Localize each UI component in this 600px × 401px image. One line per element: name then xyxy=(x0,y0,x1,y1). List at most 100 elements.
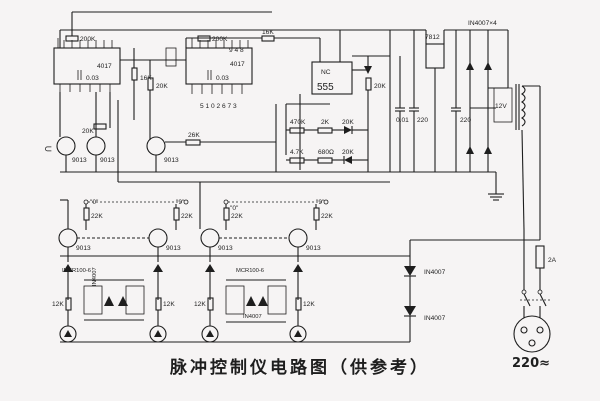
bridge-diode-1 xyxy=(466,62,474,70)
diode-2 xyxy=(344,156,352,164)
resistor-20k-555 xyxy=(365,77,372,91)
diode-small-3 xyxy=(246,296,256,306)
resistor-26k-label: 26K xyxy=(188,132,200,139)
diode-in4007-a xyxy=(404,266,416,276)
transformer-primary xyxy=(521,85,526,127)
coil-2 xyxy=(125,285,145,315)
diode-small-a-label: IN4007 xyxy=(92,267,98,286)
resistor-200k-a-label: 200K xyxy=(80,36,96,43)
transistor-9013-a-label: 9013 xyxy=(72,157,87,164)
transistor-9013-b-label: 9013 xyxy=(100,157,115,164)
diode-in4007-a-label: IN4007 xyxy=(424,269,446,276)
ic-4017-a-label: 4017 xyxy=(97,63,112,70)
coil-1 xyxy=(83,285,103,315)
diagram-title: 脉冲控制仪电路图（供参考） xyxy=(170,358,430,378)
diode-1 xyxy=(344,126,352,134)
bridge-diode-2 xyxy=(466,146,474,154)
resistor-2k-label: 2K xyxy=(321,119,330,126)
fuse-2a xyxy=(535,245,545,269)
resistor-12k-1-label: 12K xyxy=(52,301,64,308)
bridge-label: IN4007×4 xyxy=(468,20,497,27)
switch-0-b-label: "0" xyxy=(230,205,239,212)
mark-left-label: ⊂ xyxy=(44,144,52,155)
voltage-12v-label: 12V xyxy=(495,103,507,110)
resistor-20k-a-label: 20K xyxy=(156,83,168,90)
switch-9-b-label: "9" xyxy=(316,199,325,206)
counter-ic-b: 4017 0.03 xyxy=(185,38,253,94)
switch-9-a-label: "9" xyxy=(176,199,185,206)
cap-003-a-label: 0.03 xyxy=(86,75,99,82)
scr-2 xyxy=(153,264,163,272)
diode-small-2 xyxy=(118,296,128,306)
transistor-bank-1-label: 9013 xyxy=(76,245,91,252)
transformer-secondary xyxy=(493,87,513,123)
ic-555-bottom-label: 555 xyxy=(317,82,334,93)
pins-top-label: 9 4 8 xyxy=(229,47,244,54)
scr-3 xyxy=(205,264,215,272)
diode-small-b-label: IN4007 xyxy=(243,314,262,320)
diode-in4007-b xyxy=(404,306,416,316)
resistor-470k xyxy=(289,127,305,134)
resistor-470k-label: 470K xyxy=(290,119,306,126)
fuse-label: 2A xyxy=(548,257,557,264)
shunt-box xyxy=(165,47,177,67)
resistor-22k-3-label: 22K xyxy=(231,213,243,220)
resistor-200k-b-label: 200K xyxy=(212,36,228,43)
resistor-20k-left-label: 20K xyxy=(82,128,94,135)
resistor-16k-mid xyxy=(131,67,138,81)
resistor-680 xyxy=(317,157,333,164)
transistor-9013-a xyxy=(56,136,76,156)
pins-bottom-label: 5 1 0 2 6 7 3 xyxy=(200,103,237,110)
scr-right-label: MCR100-6 xyxy=(236,268,264,274)
scr-4 xyxy=(293,264,303,272)
diode-in4007-b-label: IN4007 xyxy=(424,315,446,322)
ic-4017-b-label: 4017 xyxy=(230,61,245,68)
resistor-22k-2-label: 22K xyxy=(181,213,193,220)
bridge-diode-3 xyxy=(484,62,492,70)
resistor-16k-top xyxy=(261,35,275,42)
resistor-2k xyxy=(317,127,333,134)
transistor-9013-b xyxy=(86,136,106,156)
resistor-47k-label: 4.7K xyxy=(290,149,304,156)
zener-555 xyxy=(364,66,372,74)
cap-220-b-label: 220 xyxy=(460,117,471,124)
transistor-bank-2 xyxy=(148,228,168,248)
cap-220-a-label: 220 xyxy=(417,117,428,124)
transistor-9013-c-label: 9013 xyxy=(164,157,179,164)
cap-001-label: 0.01 xyxy=(396,117,409,124)
diode-small-4 xyxy=(258,296,268,306)
resistor-20k-555-label: 20K xyxy=(374,83,386,90)
resistor-20k-d2-label: 20K xyxy=(342,149,354,156)
cap-003-b-label: 0.03 xyxy=(216,75,229,82)
transistor-bank-4 xyxy=(288,228,308,248)
resistor-22k-1-label: 22K xyxy=(91,213,103,220)
resistor-12k-3-label: 12K xyxy=(194,301,206,308)
coil-3 xyxy=(225,285,245,315)
transistor-bank-2-label: 9013 xyxy=(166,245,181,252)
regulator-7812 xyxy=(425,43,445,69)
resistor-20k-left xyxy=(93,123,107,130)
counter-ic-a: 4017 0.03 xyxy=(53,38,121,92)
mains-plug xyxy=(513,315,551,353)
resistor-26k xyxy=(185,139,201,146)
resistor-12k-4-label: 12K xyxy=(303,301,315,308)
transistor-bank-4-label: 9013 xyxy=(306,245,321,252)
scr-1 xyxy=(63,264,73,272)
switch-0-a-label: "0" xyxy=(90,199,99,206)
resistor-680-label: 680Ω xyxy=(318,149,334,156)
mains-220-label: 220≈ xyxy=(512,356,550,371)
resistor-16k-top-label: 16K xyxy=(262,29,274,36)
resistor-20k-d1-label: 20K xyxy=(342,119,354,126)
regulator-7812-label: 7812 xyxy=(425,34,440,41)
timer-ic-555: NC 555 xyxy=(311,61,353,95)
transistor-bank-3 xyxy=(200,228,220,248)
diode-small-1 xyxy=(104,296,114,306)
bridge-diode-4 xyxy=(484,146,492,154)
resistor-16k-mid-label: 16K xyxy=(140,75,152,82)
scr-left-label: INCR100-6 xyxy=(62,268,91,274)
resistor-22k-4-label: 22K xyxy=(321,213,333,220)
resistor-47k xyxy=(289,157,305,164)
transistor-bank-3-label: 9013 xyxy=(218,245,233,252)
